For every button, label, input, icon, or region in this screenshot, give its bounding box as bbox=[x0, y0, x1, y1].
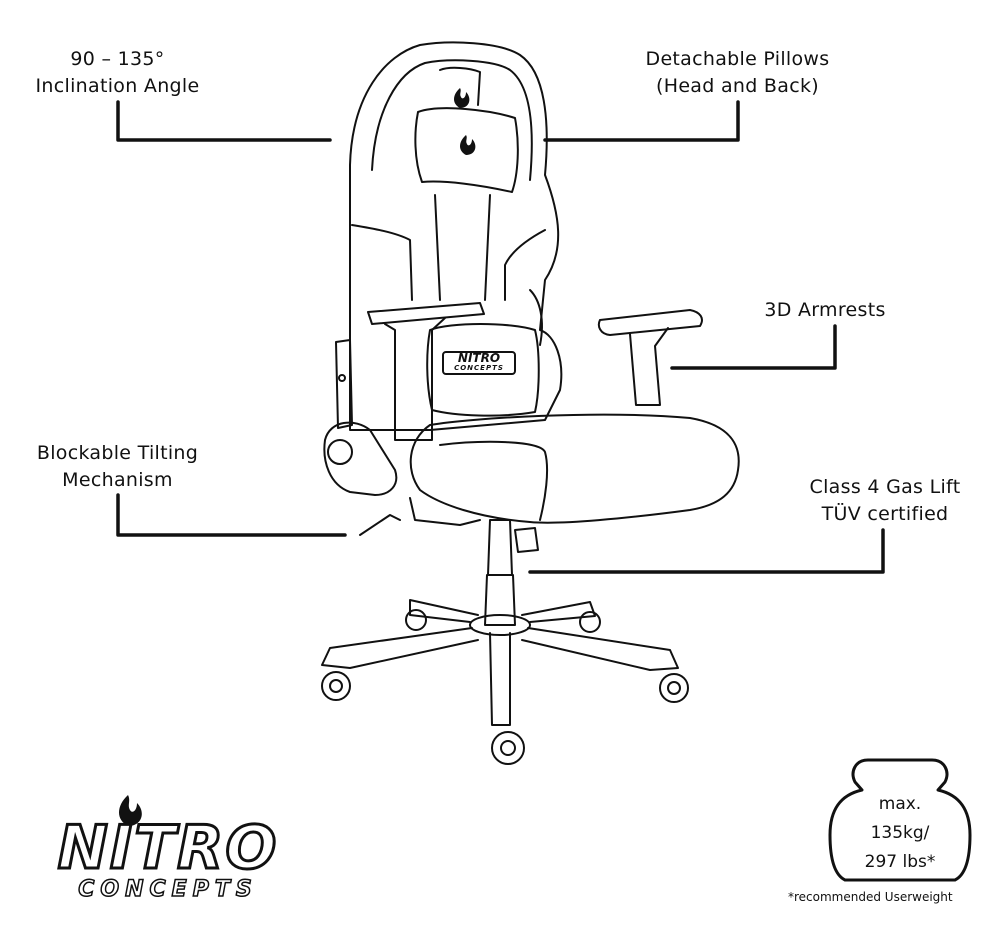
callout-armrests: 3D Armrests bbox=[745, 297, 905, 324]
flame-icon bbox=[454, 88, 476, 155]
callout-pillows: Detachable Pillows (Head and Back) bbox=[620, 46, 855, 100]
leader-inclination bbox=[116, 100, 332, 142]
weight-line-lbs: 297 lbs* bbox=[864, 852, 936, 872]
chair-lumbar-logo: NITRO CONCEPTS bbox=[443, 352, 515, 372]
weight-icon bbox=[828, 758, 972, 882]
max-weight-label: max. 135kg/ 297 lbs* bbox=[830, 790, 970, 877]
leader-gaslift bbox=[528, 528, 885, 574]
tilt-mechanism bbox=[323, 421, 401, 536]
callout-tilting: Blockable Tilting Mechanism bbox=[20, 440, 215, 494]
caster-back-left bbox=[405, 609, 427, 631]
gaslift-label: Class 4 Gas Lift bbox=[809, 476, 961, 498]
caster-front bbox=[491, 731, 525, 765]
brand-logo: NITRO CONCEPTS bbox=[38, 813, 298, 903]
chair-base bbox=[321, 599, 679, 726]
caster-left bbox=[321, 671, 351, 701]
gas-lift bbox=[484, 519, 539, 626]
armrests-label: 3D Armrests bbox=[764, 299, 886, 321]
weight-footnote: *recommended Userweight bbox=[788, 890, 953, 904]
caster-back-right bbox=[579, 611, 601, 633]
pillows-sub: (Head and Back) bbox=[656, 75, 819, 97]
right-armrest bbox=[597, 309, 703, 406]
head-pillow bbox=[414, 66, 519, 193]
brand-logo-sub: CONCEPTS bbox=[78, 877, 258, 903]
chair-logo-sub: CONCEPTS bbox=[454, 364, 504, 372]
lumbar-pillow bbox=[426, 323, 540, 417]
callout-gaslift: Class 4 Gas Lift TÜV certified bbox=[790, 474, 980, 528]
inclination-value: 90 – 135° bbox=[70, 48, 165, 70]
leader-tilting bbox=[116, 493, 347, 537]
pillows-label: Detachable Pillows bbox=[645, 48, 830, 70]
leader-armrests bbox=[670, 324, 837, 370]
leader-lines bbox=[116, 100, 885, 574]
tilting-sub: Mechanism bbox=[62, 469, 173, 491]
chair-logo-brand: NITRO bbox=[457, 351, 501, 365]
brand-flame-icon bbox=[119, 795, 142, 826]
tilting-label: Blockable Tilting bbox=[36, 442, 199, 464]
chair-seat bbox=[409, 413, 740, 526]
inclination-label: Inclination Angle bbox=[35, 75, 200, 97]
leader-pillows bbox=[543, 100, 740, 142]
weight-line-kg: 135kg/ bbox=[870, 823, 930, 843]
chair-backrest bbox=[349, 41, 563, 431]
brand-logo-main: NITRO bbox=[56, 813, 279, 883]
left-armrest bbox=[335, 302, 485, 441]
weight-line-max: max. bbox=[878, 794, 922, 814]
casters bbox=[321, 609, 689, 765]
caster-right bbox=[659, 673, 689, 703]
callout-inclination: 90 – 135° Inclination Angle bbox=[20, 46, 215, 100]
gaslift-sub: TÜV certified bbox=[821, 503, 949, 525]
